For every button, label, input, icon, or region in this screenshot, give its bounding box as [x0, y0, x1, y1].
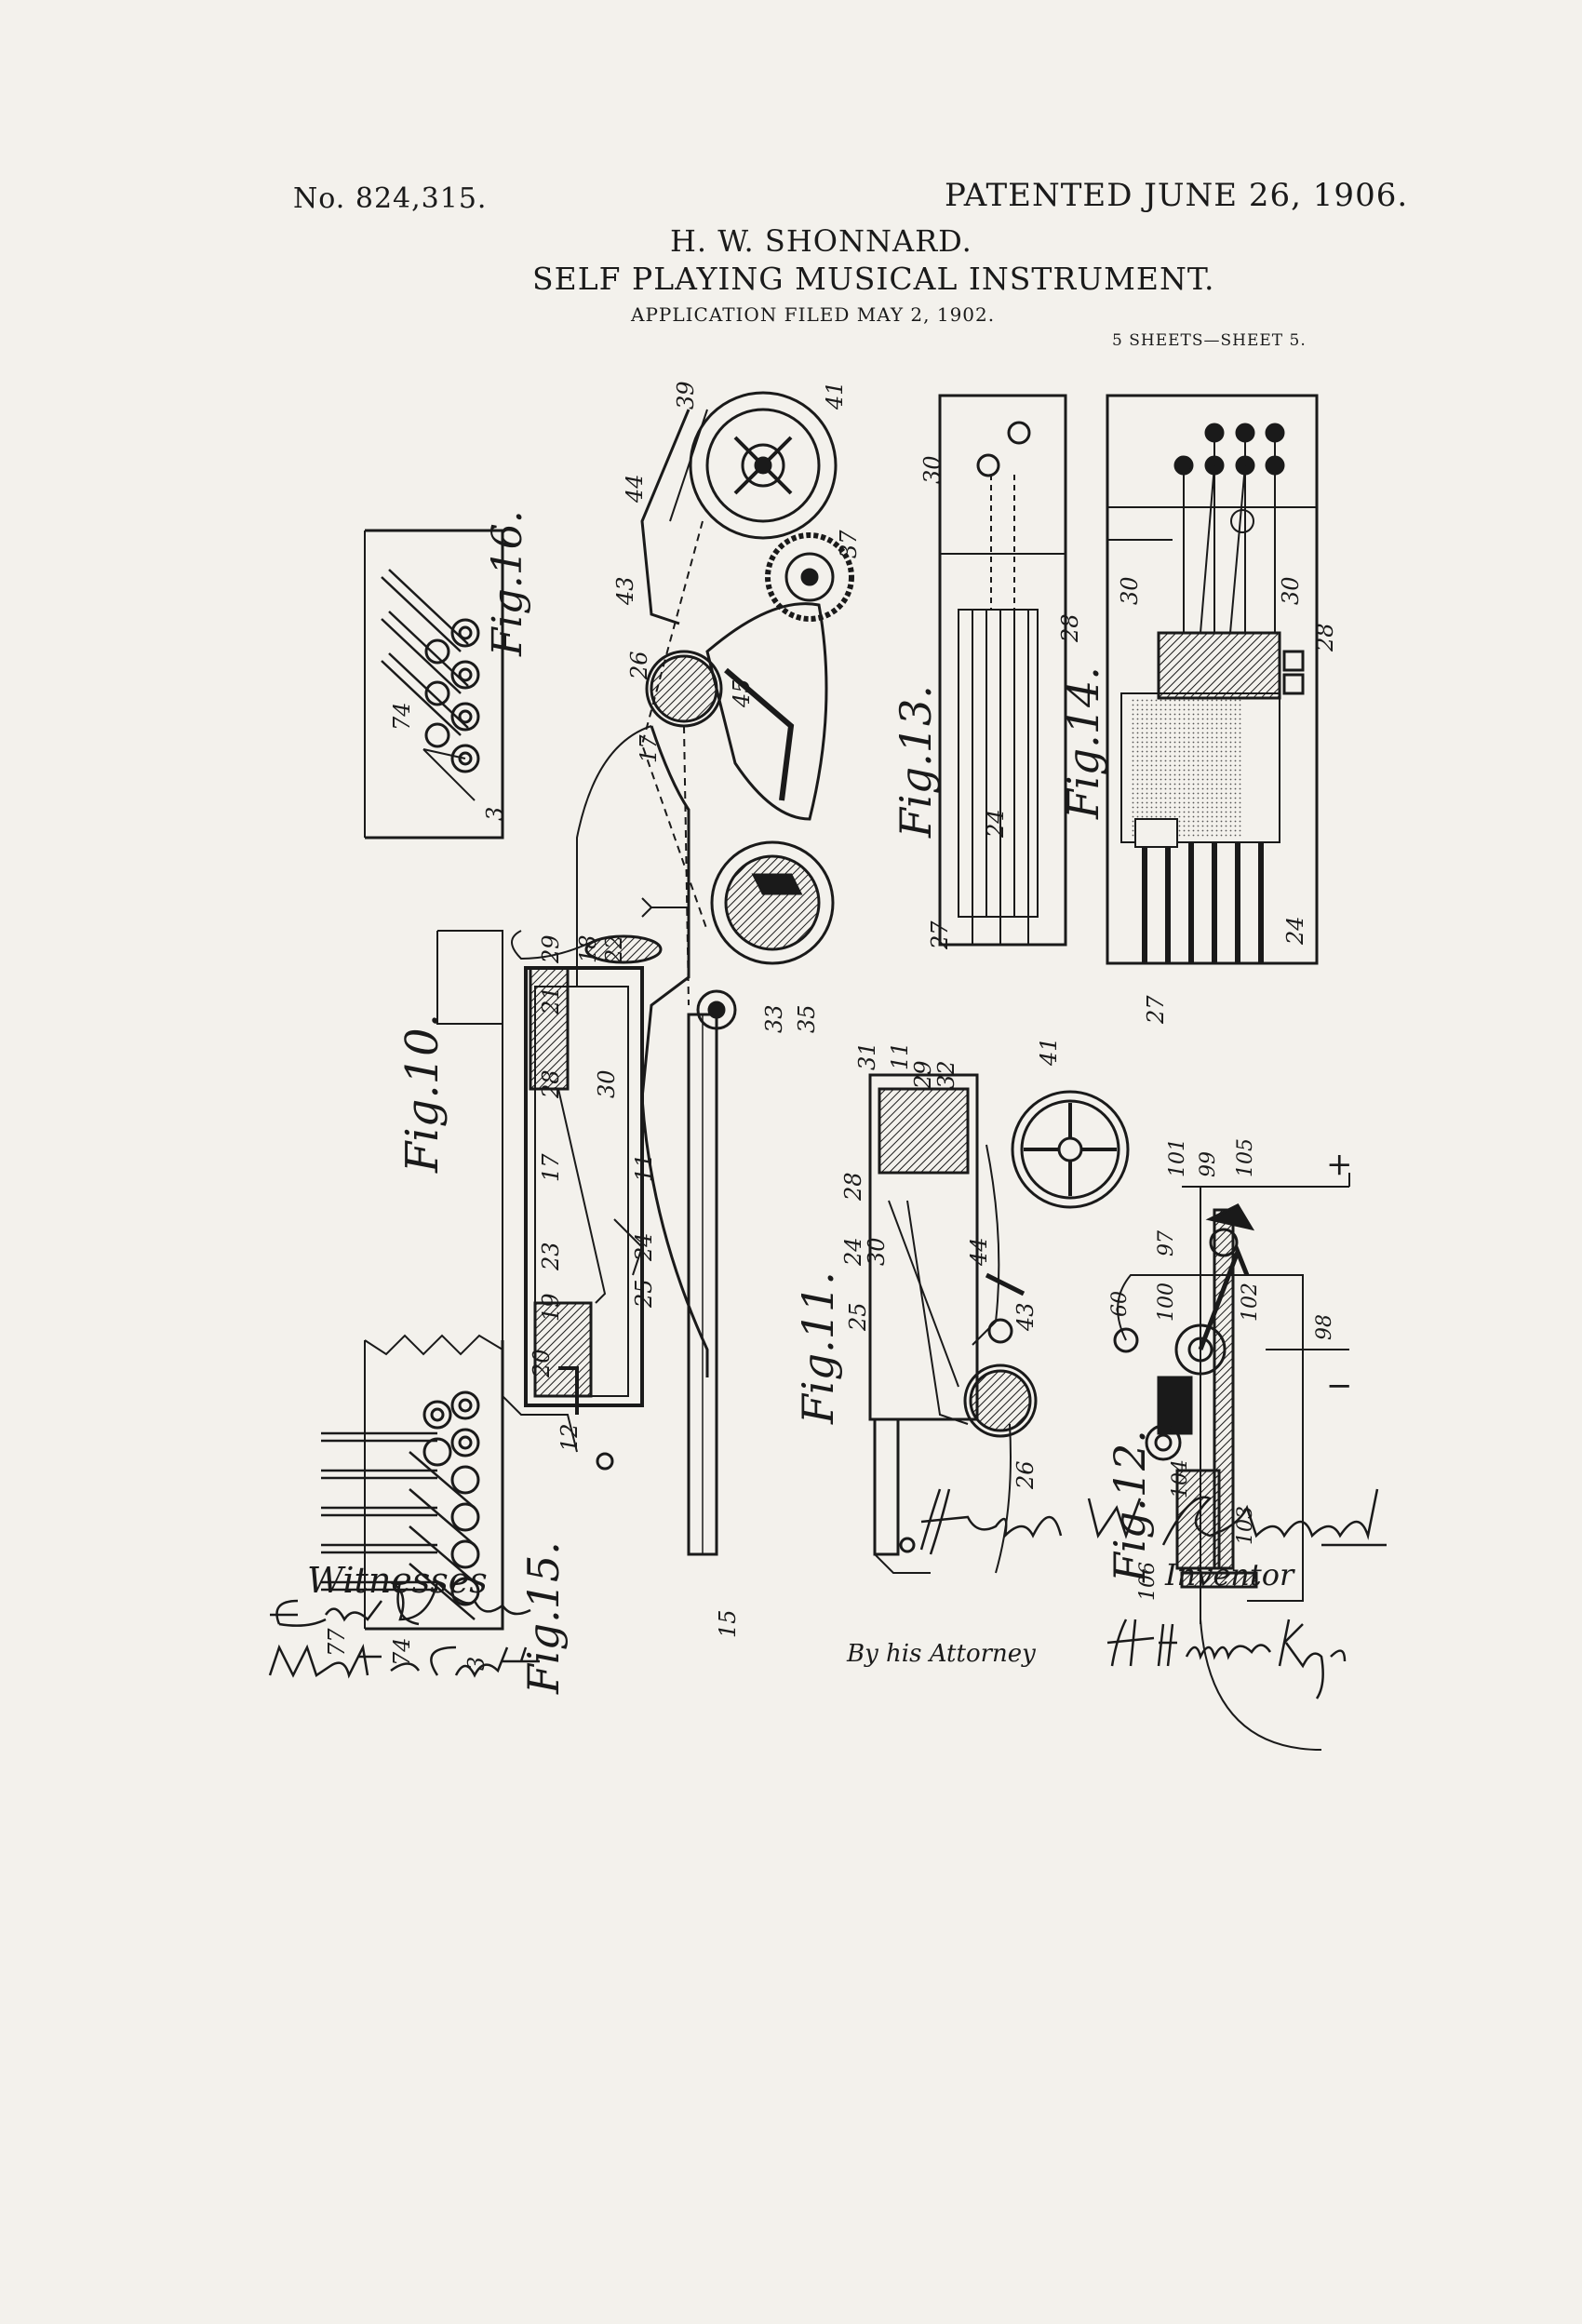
- witness1-signature: [270, 1579, 531, 1627]
- ref-41b: 41: [1036, 1037, 1062, 1067]
- patented-date: PATENTED JUNE 26, 1906.: [945, 177, 1409, 214]
- ref-30c: 30: [1117, 576, 1143, 605]
- ref-41a: 41: [822, 381, 848, 410]
- fig14-label: Fig.14.: [1058, 666, 1108, 820]
- ref-60: 60: [1108, 1291, 1132, 1317]
- ref-104: 104: [1169, 1459, 1192, 1498]
- fig15-drawing: [321, 1334, 504, 1631]
- ref-29b: 29: [910, 1060, 936, 1090]
- ref-106: 106: [1136, 1562, 1160, 1601]
- inventor-label: Inventor: [1165, 1557, 1294, 1592]
- ref-102: 102: [1239, 1283, 1262, 1322]
- ref-74a: 74: [389, 702, 415, 731]
- ref-44b: 44: [966, 1237, 992, 1267]
- ref-21: 21: [538, 986, 564, 1015]
- ref-28c: 28: [1312, 623, 1338, 652]
- ref-101: 101: [1166, 1138, 1189, 1177]
- ref-29a: 29: [538, 934, 564, 964]
- ref-20: 20: [529, 1349, 555, 1378]
- fig16-label: Fig.16.: [484, 510, 531, 657]
- ref-31: 31: [854, 1041, 880, 1070]
- patent-title: SELF PLAYING MUSICAL INSTRUMENT.: [532, 261, 1215, 297]
- ref-17b: 17: [538, 1153, 564, 1182]
- ref-26a: 26: [626, 651, 652, 680]
- witness2-signature: [268, 1644, 540, 1679]
- attorney-label: By his Attorney: [847, 1640, 1036, 1668]
- ref-28a: 28: [538, 1069, 564, 1099]
- ref-25b: 25: [845, 1302, 871, 1332]
- fig13-drawing: [938, 394, 1067, 947]
- inventor-signature: [919, 1488, 1387, 1555]
- ref-97: 97: [1155, 1230, 1178, 1256]
- fig14-drawing: [1106, 394, 1319, 965]
- ref-30e: 30: [864, 1237, 890, 1266]
- ref-30b: 30: [919, 455, 945, 484]
- plus-sign: +: [1326, 1146, 1353, 1183]
- ref-27a: 27: [927, 920, 953, 950]
- ref-30d: 30: [1278, 576, 1304, 605]
- fig16-circles: [424, 618, 480, 773]
- ref-100: 100: [1155, 1283, 1178, 1322]
- ref-28d: 28: [840, 1172, 866, 1202]
- witnesses-label: Witnesses: [307, 1560, 488, 1601]
- ref-24c: 24: [1282, 916, 1308, 946]
- ref-43a: 43: [612, 576, 638, 606]
- application-filed: APPLICATION FILED MAY 2, 1902.: [631, 303, 996, 326]
- ref-11b: 11: [887, 1041, 913, 1070]
- ref-19: 19: [538, 1293, 564, 1322]
- ref-27b: 27: [1143, 995, 1169, 1025]
- ref-39: 39: [673, 381, 699, 410]
- minus-sign: −: [1326, 1367, 1353, 1404]
- ref-28b: 28: [1057, 613, 1083, 643]
- ref-22: 22: [601, 934, 627, 964]
- ref-44a: 44: [622, 474, 648, 504]
- ref-32: 32: [933, 1060, 959, 1089]
- ref-3a: 3: [482, 807, 508, 821]
- patent-number: No. 824,315.: [293, 182, 488, 215]
- ref-30a: 30: [594, 1069, 620, 1098]
- ref-17a: 17: [636, 734, 662, 763]
- ref-25a: 25: [631, 1279, 657, 1309]
- ref-74b: 74: [389, 1637, 415, 1666]
- ref-23: 23: [538, 1242, 564, 1271]
- ref-43b: 43: [1012, 1302, 1039, 1332]
- ref-37: 37: [836, 530, 862, 558]
- ref-15: 15: [715, 1609, 741, 1638]
- fig12-label: Fig.12.: [1105, 1430, 1155, 1583]
- fig16-drawing: [364, 529, 504, 840]
- ref-33: 33: [761, 1004, 787, 1033]
- fig13-label: Fig.13.: [891, 685, 941, 839]
- main-mechanism-drawing: [436, 391, 854, 1556]
- fig15-label: Fig.15.: [518, 1541, 569, 1695]
- ref-18: 18: [575, 934, 601, 963]
- ref-24b: 24: [983, 809, 1009, 839]
- ref-98: 98: [1313, 1314, 1336, 1340]
- ref-3b: 3: [463, 1657, 489, 1671]
- ref-12: 12: [556, 1423, 583, 1452]
- fig12-drawing: [1113, 1173, 1350, 1751]
- ref-105: 105: [1234, 1138, 1257, 1177]
- inventor-name: H. W. SHONNARD.: [670, 223, 972, 259]
- attorney-signature: [1106, 1619, 1347, 1699]
- fig11-label: Fig.11.: [793, 1271, 843, 1425]
- ref-24d: 24: [840, 1237, 866, 1267]
- fig10-label: Fig.10.: [396, 1014, 449, 1174]
- ref-77: 77: [324, 1628, 350, 1657]
- ref-45: 45: [729, 678, 755, 708]
- fig11-drawing: [868, 1073, 1130, 1574]
- ref-99: 99: [1197, 1151, 1220, 1177]
- ref-26b: 26: [1012, 1460, 1039, 1490]
- ref-11a: 11: [631, 1153, 657, 1182]
- sheet-count: 5 SHEETS—SHEET 5.: [1112, 331, 1307, 350]
- ref-35: 35: [794, 1004, 820, 1033]
- ref-24a: 24: [631, 1232, 657, 1262]
